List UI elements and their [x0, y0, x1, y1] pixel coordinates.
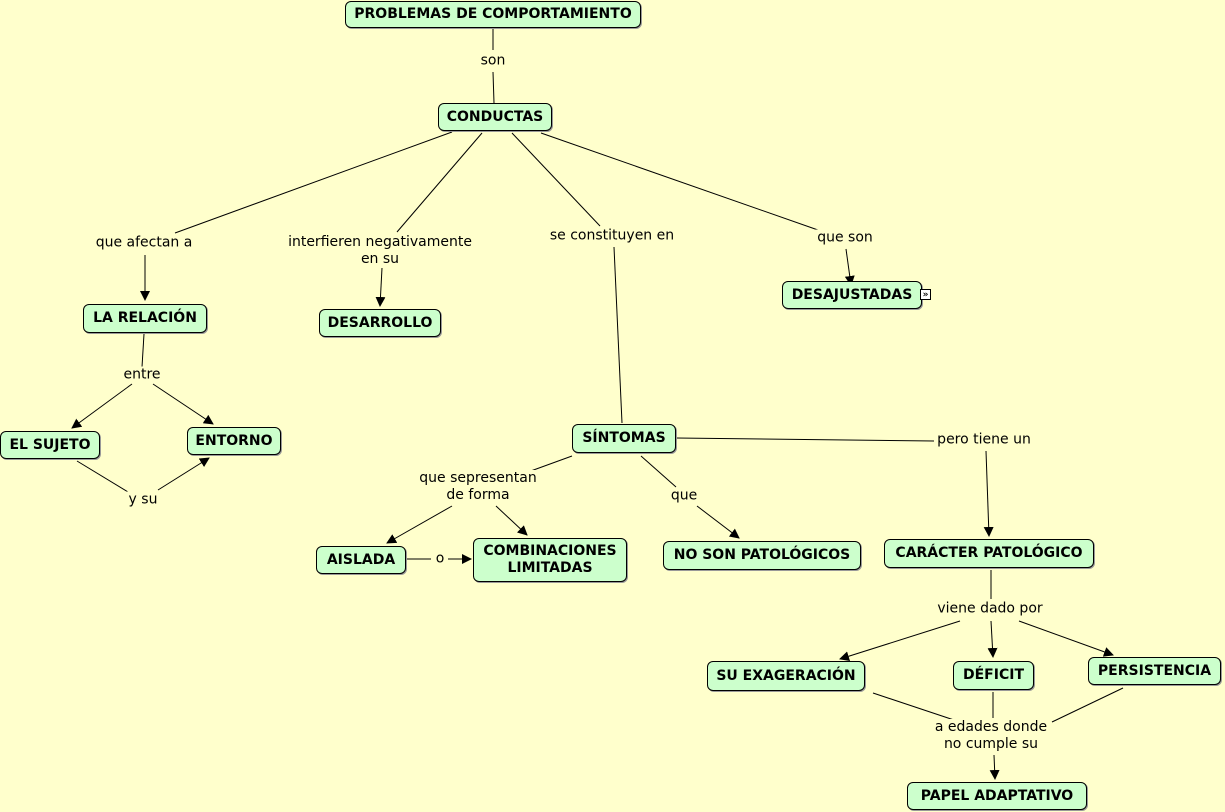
node-problemas-de-comportamiento[interactable]: PROBLEMAS DE COMPORTAMIENTO	[345, 1, 641, 28]
link-y-su: y su	[126, 491, 160, 509]
node-la-relacion[interactable]: LA RELACIÓN	[83, 304, 207, 333]
link-que-son: que son	[815, 229, 875, 247]
node-sintomas[interactable]: SÍNTOMAS	[572, 424, 676, 453]
node-entorno[interactable]: ENTORNO	[187, 427, 281, 455]
link-que: que	[668, 487, 700, 505]
node-papel-adaptativo[interactable]: PAPEL ADAPTATIVO	[907, 782, 1087, 810]
node-aislada[interactable]: AISLADA	[316, 546, 406, 574]
node-conductas[interactable]: CONDUCTAS	[438, 103, 552, 131]
node-caracter-patologico[interactable]: CARÁCTER PATOLÓGICO	[884, 539, 1094, 568]
link-que-sepresentan: que sepresentan de forma	[417, 470, 539, 504]
link-se-constituyen-en: se constituyen en	[547, 227, 677, 245]
link-interfieren: interfieren negativamente en su	[286, 234, 474, 268]
node-desajustadas[interactable]: DESAJUSTADAS	[782, 281, 922, 309]
link-pero-tiene-un: pero tiene un	[935, 431, 1033, 449]
node-deficit[interactable]: DÉFICIT	[953, 661, 1034, 690]
expand-icon[interactable]: »	[920, 289, 931, 300]
node-su-exageracion[interactable]: SU EXAGERACIÓN	[707, 661, 865, 691]
link-viene-dado-por: viene dado por	[935, 600, 1045, 618]
link-son: son	[478, 52, 508, 70]
node-no-son-patologicos[interactable]: NO SON PATOLÓGICOS	[663, 541, 861, 570]
link-entre: entre	[121, 366, 163, 384]
node-persistencia[interactable]: PERSISTENCIA	[1088, 657, 1221, 685]
node-combinaciones-limitadas[interactable]: COMBINACIONES LIMITADAS	[473, 538, 627, 582]
link-que-afectan-a: que afectan a	[93, 234, 195, 252]
link-a-edades-donde: a edades donde no cumple su	[932, 719, 1050, 753]
node-el-sujeto[interactable]: EL SUJETO	[0, 431, 100, 459]
link-o: o	[433, 550, 447, 568]
node-desarrollo[interactable]: DESARROLLO	[319, 309, 441, 337]
